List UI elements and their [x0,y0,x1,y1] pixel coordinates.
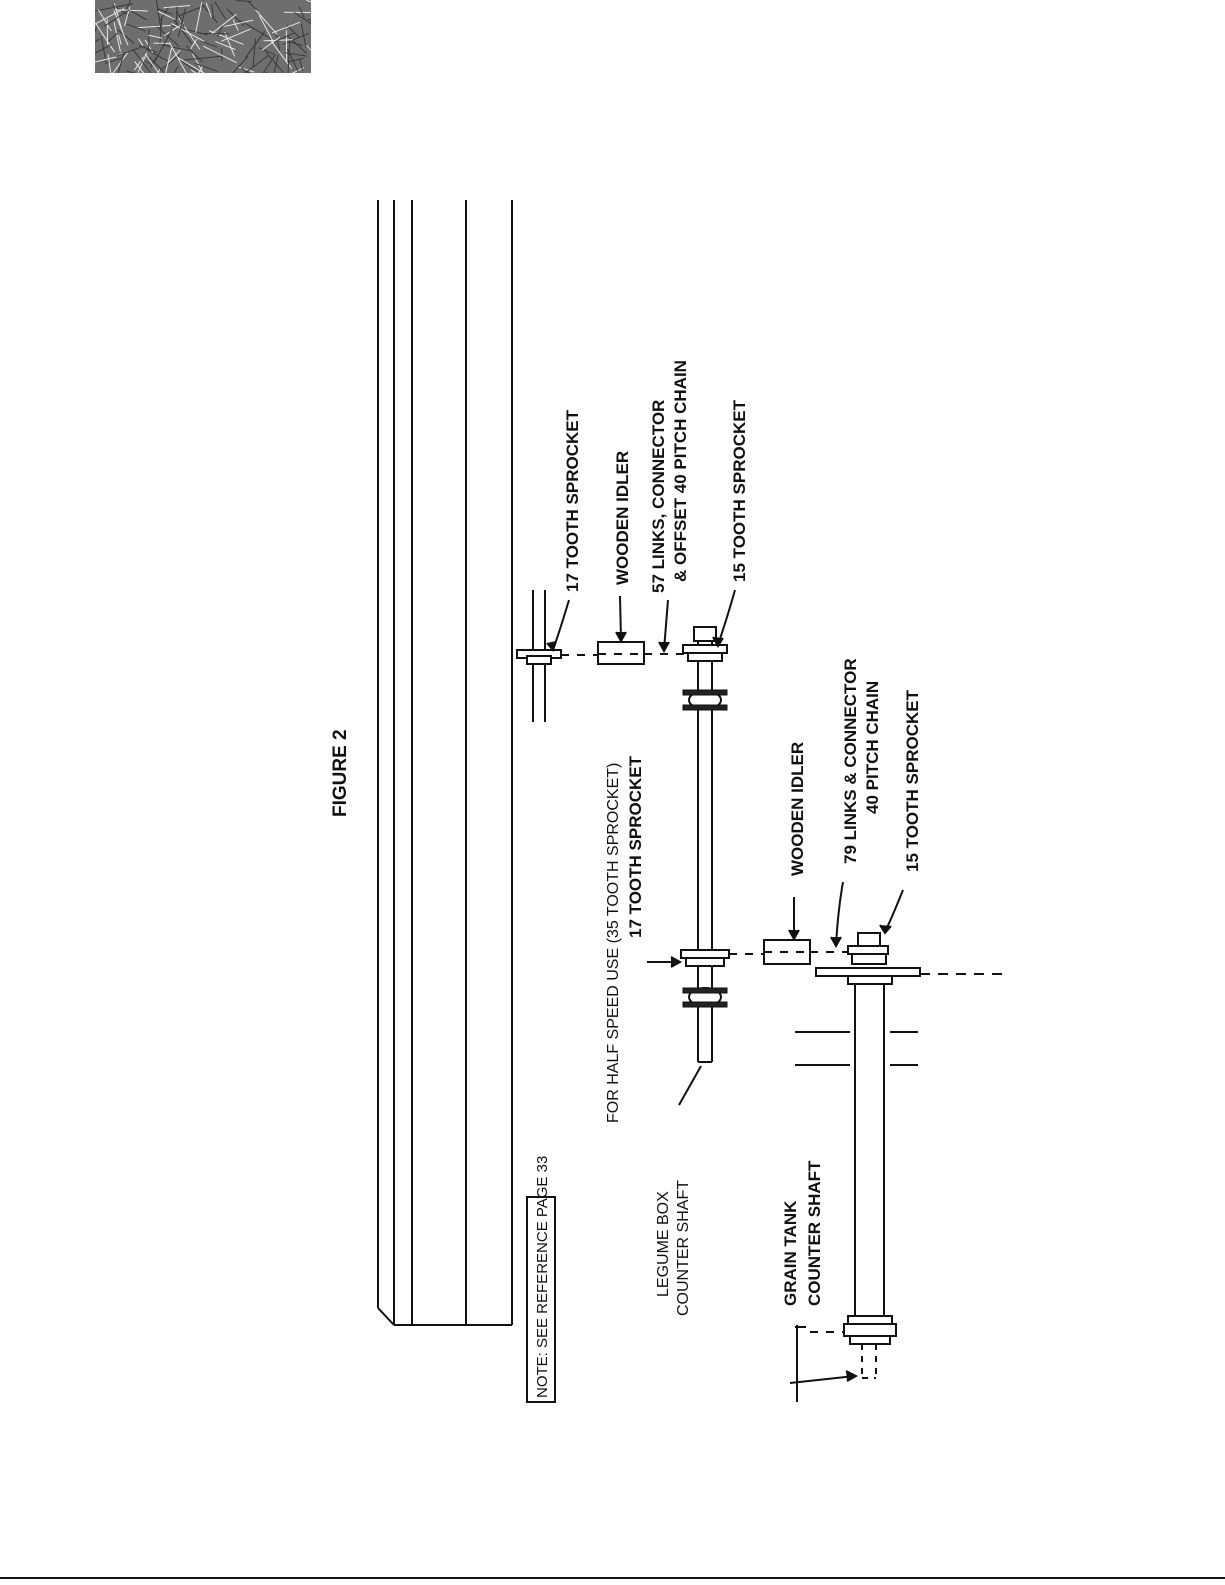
upper-drive-sprocket-label: 17 TOOTH SPROCKET [563,409,582,592]
support-beams [795,973,1005,1402]
half-speed-label: FOR HALF SPEED USE (35 TOOTH SPROCKET) [605,763,622,1123]
legume-shaft-label-line1: LEGUME BOX [655,1191,672,1297]
leader-lines [546,589,904,1384]
lower-chain-label-line2: 40 PITCH CHAIN [863,681,882,814]
grain-shaft-label-line2: COUNTER SHAFT [805,1160,824,1306]
grain-tank-counter-shaft [815,932,921,1379]
note-box [526,1196,556,1403]
upper-driven-sprocket-label: 15 TOOTH SPROCKET [730,399,749,582]
reference-note: NOTE: SEE REFERENCE PAGE 33 [534,1156,551,1398]
upper-chain-label-line2: & OFFSET 40 PITCH CHAIN [671,360,690,582]
legume-sprocket-label: 17 TOOTH SPROCKET [626,755,645,938]
figure-title: FIGURE 2 [330,729,351,817]
lower-chain-label-line1: 79 LINKS & CONNECTOR [841,658,860,864]
legume-shaft-label-line2: COUNTER SHAFT [675,1180,692,1316]
lower-driven-sprocket-label: 15 TOOTH SPROCKET [903,689,922,872]
frame-rails [377,200,513,1326]
bottom-rule [0,1577,1225,1579]
lower-wooden-idler-label: WOODEN IDLER [788,742,807,876]
grain-shaft-label-line1: GRAIN TANK [781,1200,800,1306]
upper-wooden-idler-label: WOODEN IDLER [613,451,632,585]
upper-drive-shaft [516,590,562,722]
legume-box-counter-shaft [680,626,730,1063]
corner-photo-image [95,0,311,73]
upper-chain-label-line1: 57 LINKS, CONNECTOR [649,400,668,593]
